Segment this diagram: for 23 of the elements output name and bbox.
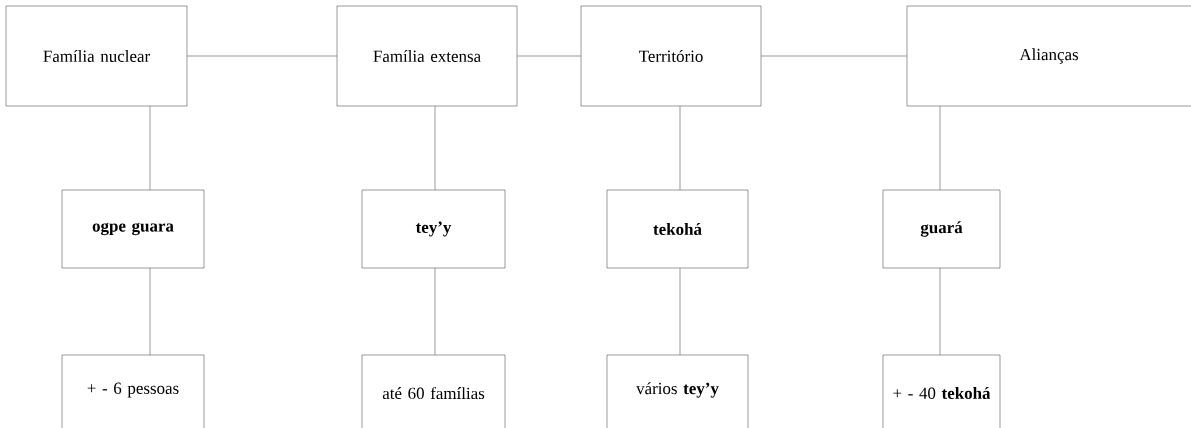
box: Território — [580, 5, 762, 107]
box: Família extensa — [336, 5, 518, 107]
box: Família nuclear — [5, 5, 188, 107]
connector-line — [149, 268, 151, 355]
connector-line — [761, 55, 907, 57]
connector-line — [939, 106, 941, 190]
connector-line — [939, 268, 941, 355]
connector-line — [434, 268, 436, 355]
box: tekohá — [606, 189, 749, 269]
connector-line — [517, 55, 581, 57]
connector-line — [187, 55, 337, 57]
connector-line — [679, 106, 681, 190]
box: Alianças — [906, 5, 1191, 107]
connector-line — [149, 106, 151, 190]
connector-line — [679, 268, 681, 355]
box: vários tey’y — [606, 354, 749, 428]
box: tey’y — [361, 189, 506, 269]
box: ogpe guara — [61, 189, 205, 269]
box: + - 6 pessoas — [61, 354, 205, 428]
box: até 60 famílias — [361, 354, 506, 428]
box: guará — [882, 189, 1001, 269]
connector-line — [434, 106, 436, 190]
box: + - 40 tekohá — [882, 354, 1001, 428]
